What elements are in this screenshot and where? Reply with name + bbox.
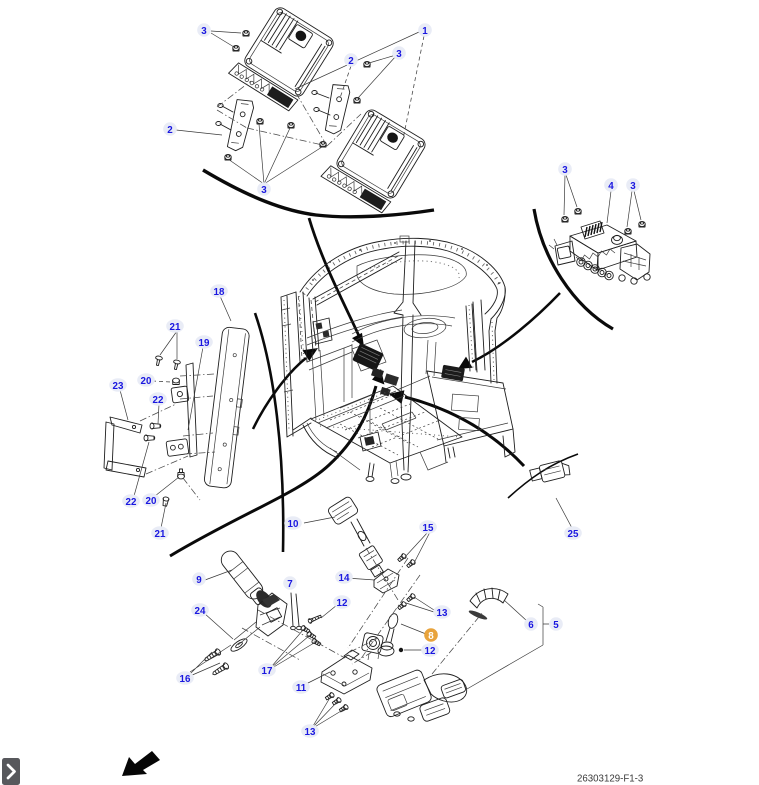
svg-text:2: 2 <box>167 125 173 136</box>
svg-text:3: 3 <box>562 165 568 176</box>
svg-text:13: 13 <box>437 608 448 619</box>
svg-text:21: 21 <box>170 322 181 333</box>
svg-text:24: 24 <box>195 606 206 617</box>
svg-text:26303129-F1-3: 26303129-F1-3 <box>577 774 643 785</box>
svg-text:21: 21 <box>155 529 166 540</box>
svg-text:2: 2 <box>348 56 354 67</box>
svg-text:16: 16 <box>180 674 191 685</box>
svg-text:1: 1 <box>422 26 428 37</box>
svg-text:3: 3 <box>201 26 207 37</box>
svg-text:15: 15 <box>423 523 434 534</box>
svg-text:4: 4 <box>608 181 614 192</box>
svg-text:22: 22 <box>126 497 137 508</box>
svg-text:13: 13 <box>305 727 316 738</box>
svg-text:6: 6 <box>528 620 534 631</box>
svg-text:20: 20 <box>141 376 152 387</box>
svg-text:23: 23 <box>113 381 124 392</box>
svg-text:22: 22 <box>153 395 164 406</box>
svg-text:5: 5 <box>553 620 559 631</box>
svg-text:25: 25 <box>568 529 579 540</box>
svg-text:3: 3 <box>396 49 402 60</box>
svg-text:12: 12 <box>337 598 348 609</box>
svg-text:10: 10 <box>288 519 299 530</box>
svg-text:3: 3 <box>630 181 636 192</box>
svg-text:19: 19 <box>199 338 210 349</box>
svg-text:8: 8 <box>428 631 434 642</box>
svg-text:12: 12 <box>425 646 436 657</box>
svg-text:20: 20 <box>146 496 157 507</box>
svg-text:11: 11 <box>296 683 307 694</box>
svg-text:14: 14 <box>339 573 350 584</box>
svg-text:18: 18 <box>214 287 225 298</box>
svg-text:9: 9 <box>196 575 202 586</box>
svg-text:17: 17 <box>262 666 273 677</box>
svg-text:3: 3 <box>261 185 267 196</box>
svg-text:7: 7 <box>287 579 293 590</box>
